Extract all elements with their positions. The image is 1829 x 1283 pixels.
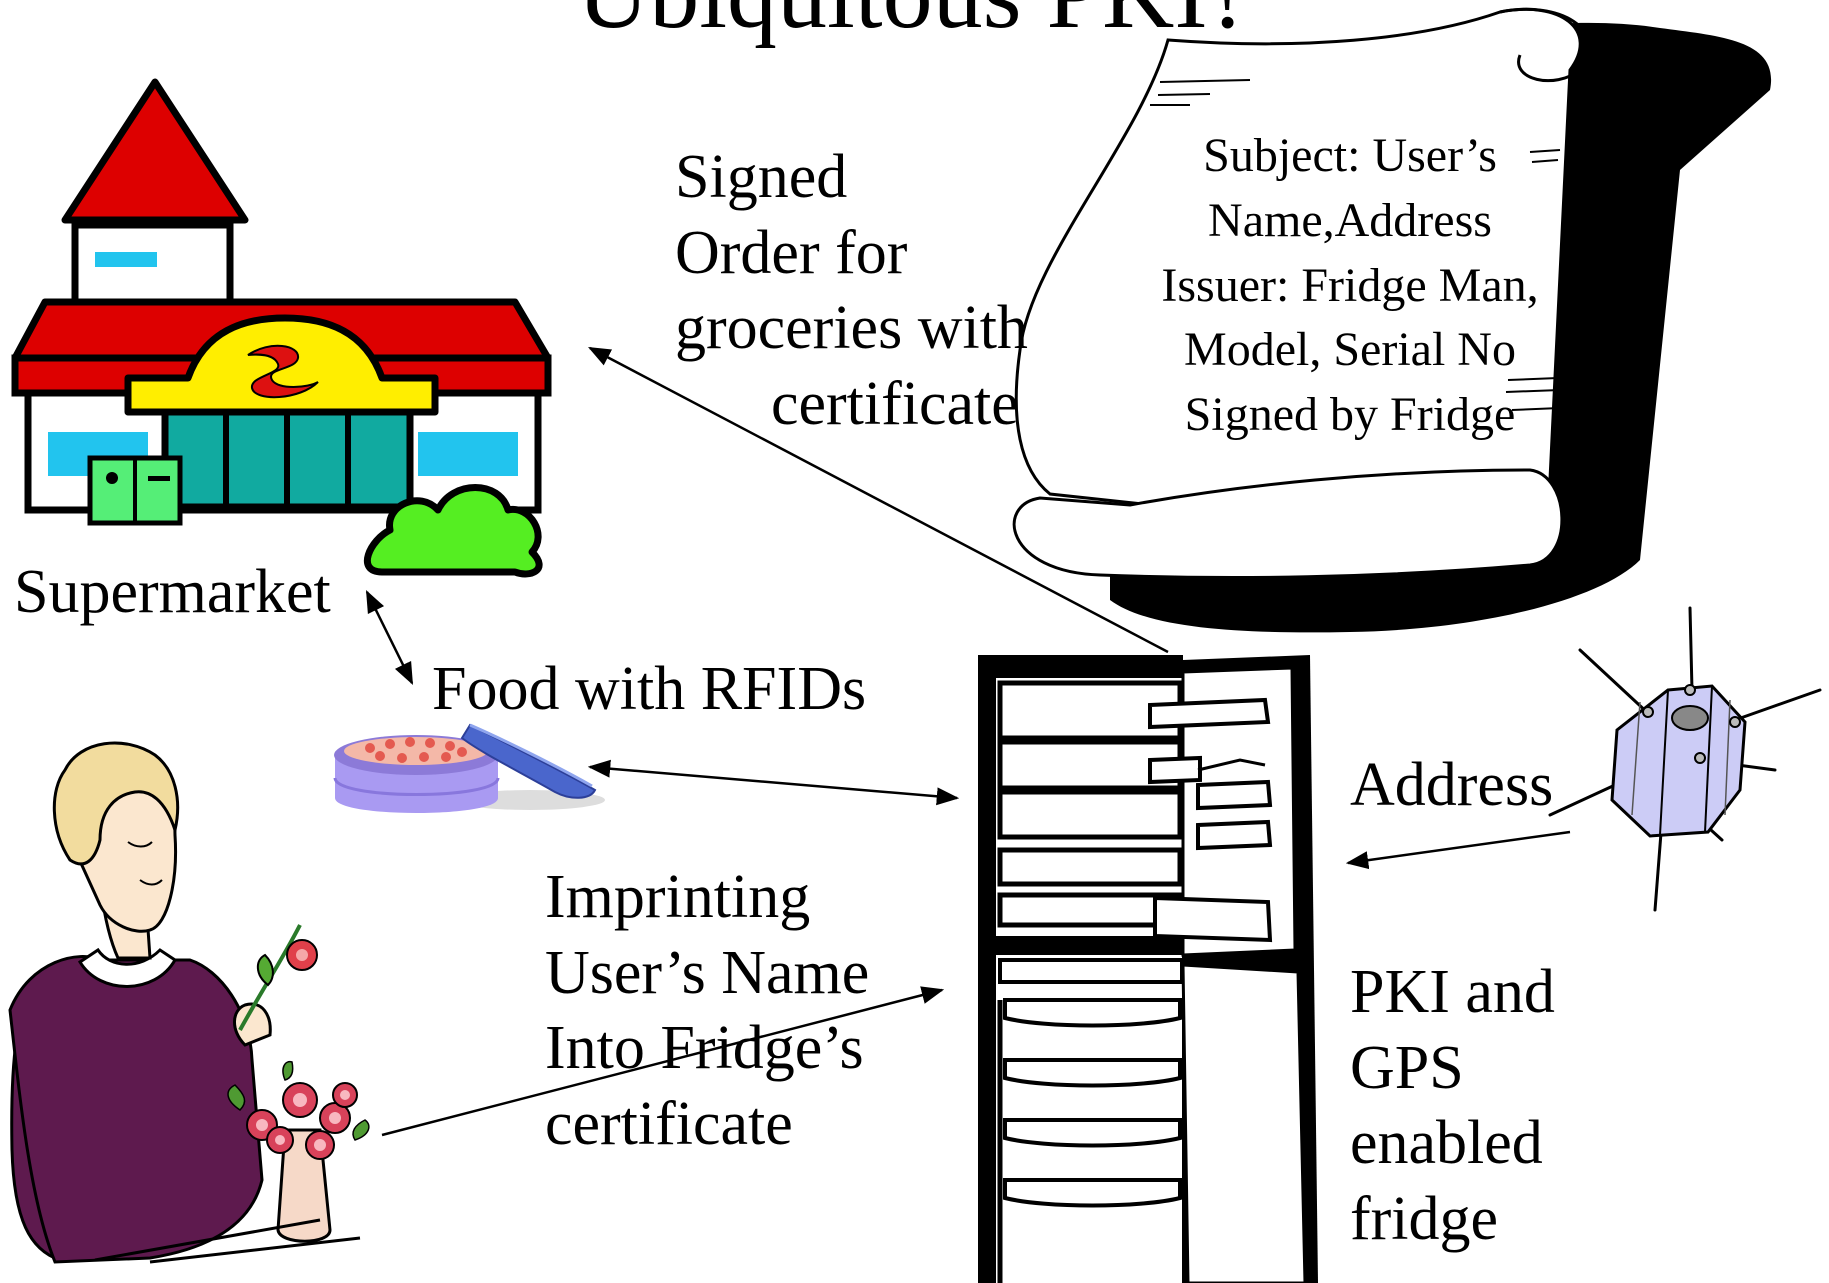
certificate-scroll-icon xyxy=(1012,7,1772,633)
slide-title: Ubiquitous PKI? xyxy=(0,0,1829,44)
certificate-line: Model, Serial No xyxy=(1184,323,1516,377)
supermarket-icon xyxy=(11,78,552,578)
rfid-food-tin-icon xyxy=(333,723,605,813)
signed-order-label: Signed Order for groceries with certific… xyxy=(675,143,1028,438)
woman-with-flowers-icon xyxy=(8,741,370,1264)
food-with-rfids-label: Food with RFIDs xyxy=(432,655,867,723)
imprinting-label: Imprinting User’s Name Into Fridge’s cer… xyxy=(545,863,870,1158)
certificate-line: Subject: User’s xyxy=(1203,129,1497,182)
fridge-label: PKI and GPS enabled fridge xyxy=(1350,958,1555,1253)
gps-satellite-icon xyxy=(1548,606,1822,912)
certificate-line: Signed by Fridge xyxy=(1184,388,1516,442)
certificate-text: Subject: User’s Name,Address Issuer: Fri… xyxy=(1130,124,1570,448)
open-fridge-icon xyxy=(978,655,1318,1283)
certificate-line: Issuer: Fridge Man, xyxy=(1161,258,1539,312)
arrow-woman-to-fridge xyxy=(381,986,945,1137)
arrow-satellite-to-fridge xyxy=(1345,830,1571,870)
certificate-line: Name,Address xyxy=(1208,193,1492,247)
address-label: Address xyxy=(1350,751,1554,819)
arrow-supermarket-food xyxy=(365,589,414,686)
arrow-food-fridge xyxy=(587,759,960,806)
supermarket-label: Supermarket xyxy=(14,558,331,626)
arrow-fridge-to-supermarket xyxy=(588,346,1169,654)
